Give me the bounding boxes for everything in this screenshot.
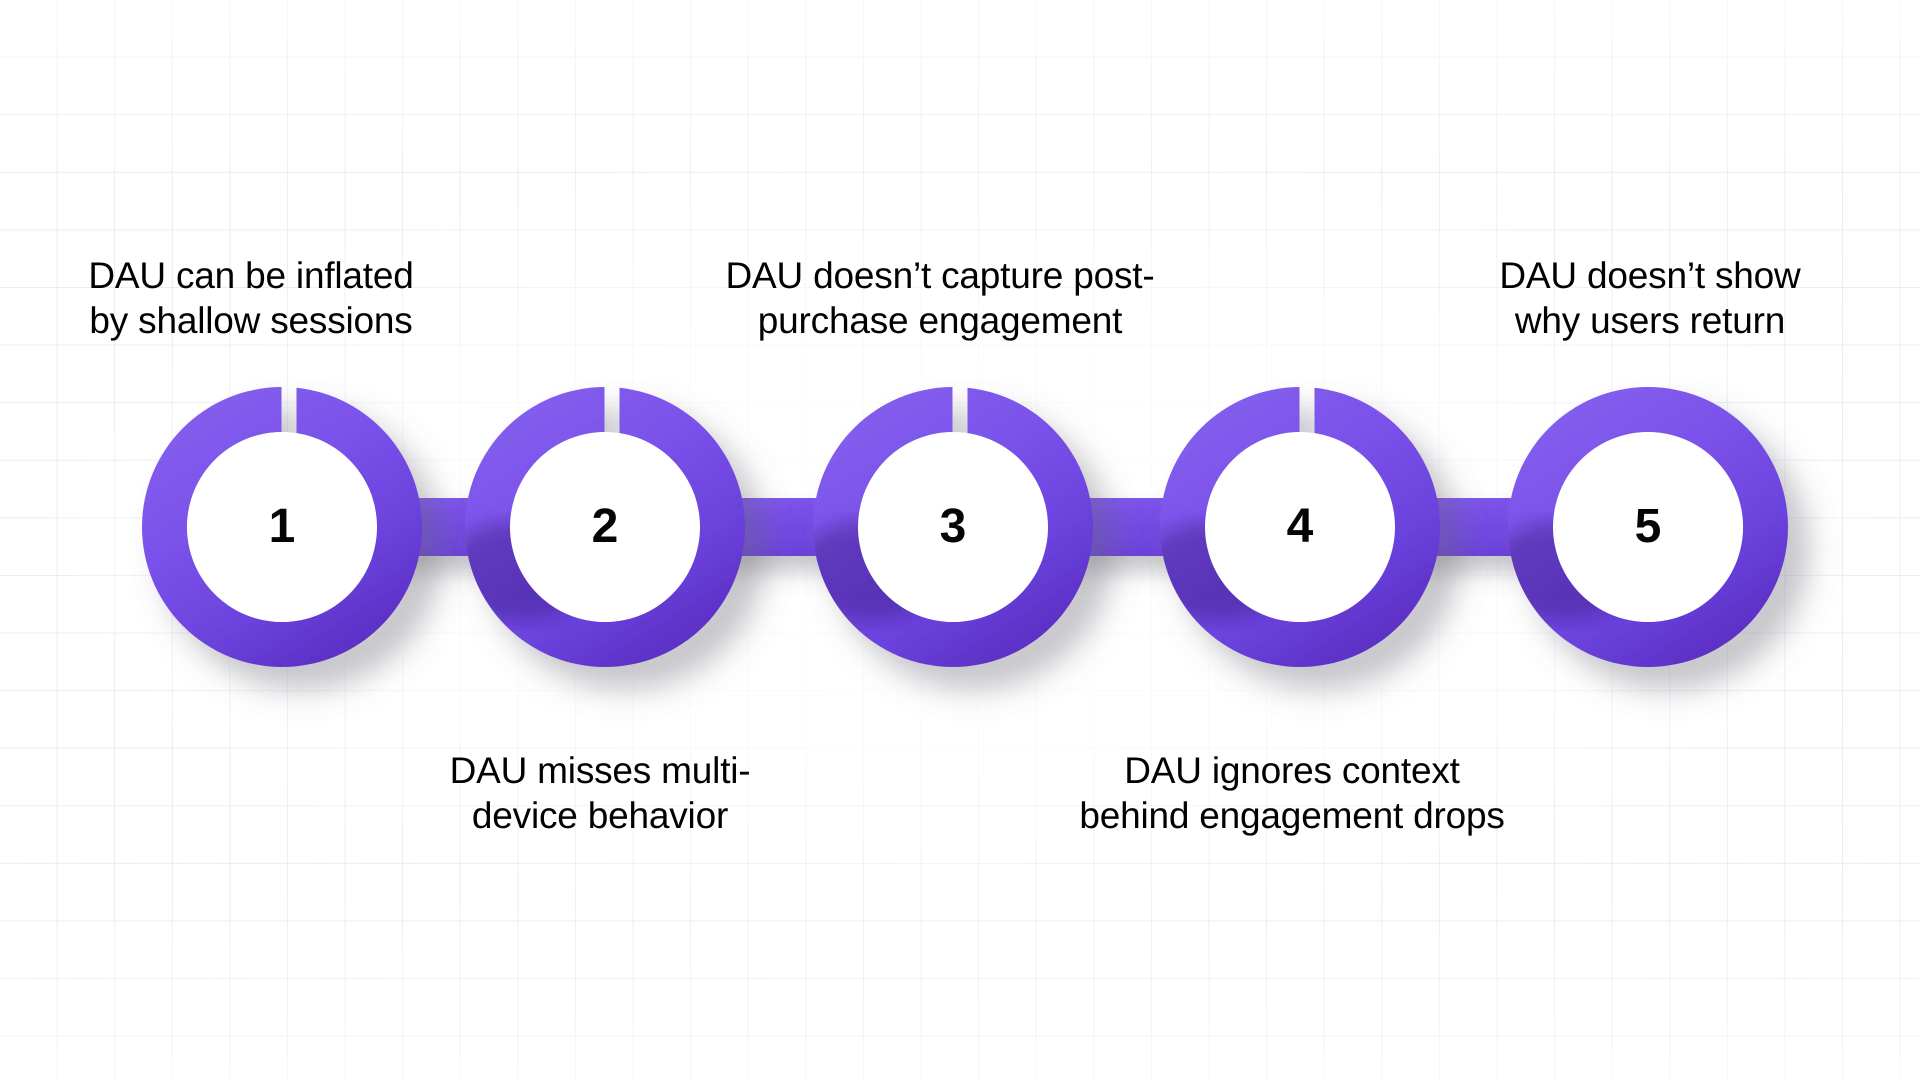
step-number-1: 1 xyxy=(268,500,296,553)
step-ring-1 xyxy=(137,382,427,672)
step-label-2: DAU misses multi- device behavior xyxy=(449,750,751,836)
step-hole-1 xyxy=(187,432,377,622)
step-number-4: 4 xyxy=(1286,500,1314,553)
step-label-3: DAU doesn’t capture post- purchase engag… xyxy=(725,255,1155,341)
step-label-4: DAU ignores context behind engagement dr… xyxy=(1079,750,1505,836)
step-ring-2 xyxy=(445,382,750,672)
step-ring-4 xyxy=(1140,382,1445,672)
step-number-3: 3 xyxy=(939,500,967,553)
step-label-5: DAU doesn’t show why users return xyxy=(1499,255,1801,341)
step-number-2: 2 xyxy=(591,500,619,553)
step-label-1: DAU can be inflated by shallow sessions xyxy=(88,255,414,341)
step-hole-3 xyxy=(858,432,1048,622)
step-ring-5 xyxy=(1488,382,1793,672)
step-hole-2 xyxy=(510,432,700,622)
step-ring-3 xyxy=(793,382,1098,672)
step-hole-5 xyxy=(1553,432,1743,622)
step-number-5: 5 xyxy=(1634,500,1662,553)
step-hole-4 xyxy=(1205,432,1395,622)
